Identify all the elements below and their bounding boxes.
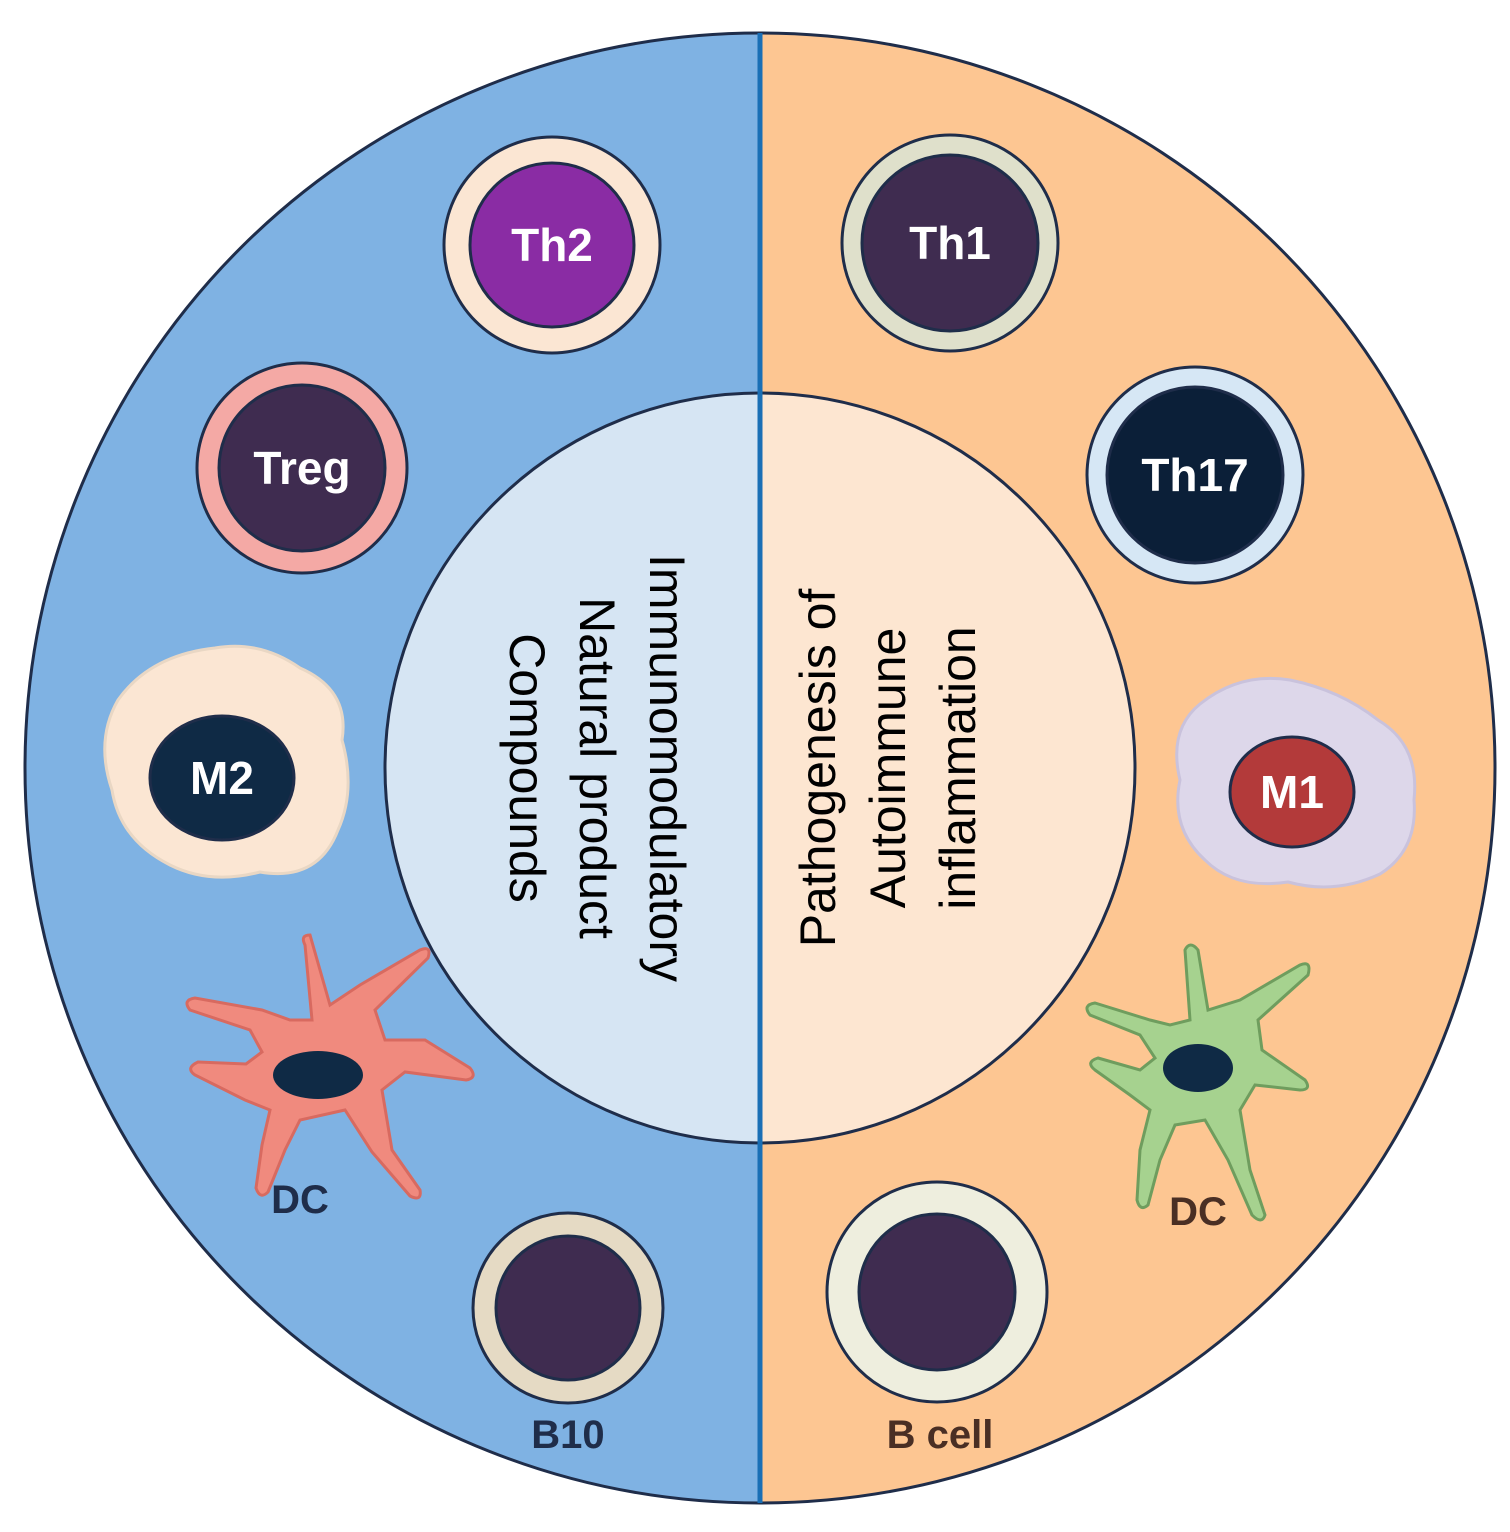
m2-macrophage: M2: [103, 644, 350, 879]
dendritic-cell-left: DC: [185, 933, 475, 1222]
left-center-line-2: Natural product: [569, 597, 625, 939]
right-center-line-2: Autoimmune: [860, 628, 916, 909]
dc-left-label: DC: [271, 1178, 329, 1222]
right-center-line-1: Pathogenesis of: [790, 589, 846, 948]
bcell-label: B cell: [887, 1413, 994, 1457]
m1-label: M1: [1260, 766, 1324, 818]
b-cell: B cell: [825, 1180, 1049, 1457]
left-center-line-3: Compounds: [499, 633, 555, 903]
right-center-text: Pathogenesis of Autoimmune inflammation: [790, 589, 986, 948]
dendritic-cell-right: DC: [1085, 943, 1311, 1234]
left-center-text: Immunomodulatory Natural product Compoun…: [499, 554, 695, 982]
left-center-line-1: Immunomodulatory: [639, 554, 695, 982]
dc-right-label: DC: [1169, 1190, 1227, 1234]
th1-label: Th1: [909, 217, 991, 269]
right-center-line-3: inflammation: [930, 626, 986, 909]
th17-cell: Th17: [1085, 365, 1305, 585]
treg-cell: Treg: [195, 361, 409, 575]
b10-cell: B10: [471, 1211, 665, 1457]
th17-label: Th17: [1141, 449, 1248, 501]
m2-label: M2: [190, 752, 254, 804]
treg-label: Treg: [253, 442, 350, 494]
th1-cell: Th1: [840, 133, 1060, 353]
b10-label: B10: [531, 1413, 604, 1457]
th2-cell: Th2: [442, 135, 662, 355]
th2-label: Th2: [511, 219, 593, 271]
m1-macrophage: M1: [1175, 676, 1417, 889]
